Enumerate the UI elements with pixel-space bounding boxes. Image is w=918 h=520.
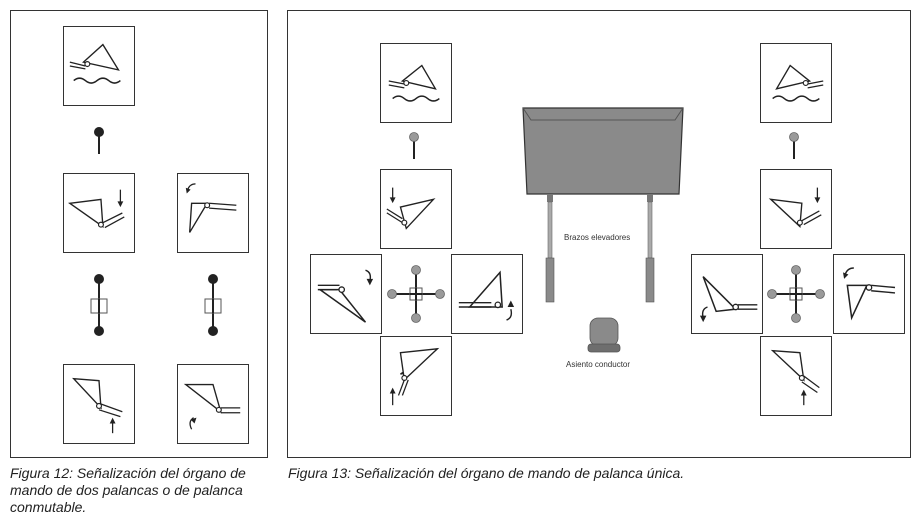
figure-13-panel: Brazos elevadores Asiento conductor [287, 10, 911, 458]
loader-diagram [521, 106, 691, 316]
lever-right-symbol [203, 273, 223, 343]
bucket-raise-icon-left [380, 336, 452, 416]
seat-icon [586, 316, 622, 356]
joystick-cross-right [766, 264, 826, 324]
bucket-curl-icon-right-w [691, 254, 763, 334]
bucket-lower-icon-left [380, 169, 452, 249]
seat-label: Asiento conductor [566, 360, 631, 369]
lever-symbol-right [784, 129, 804, 199]
lever-symbol-left [404, 129, 424, 199]
float-icon-left [380, 43, 452, 123]
bucket-lower-icon [63, 173, 135, 253]
float-icon [63, 26, 135, 106]
figure-12-caption: Figura 12: Señalización del órgano de ma… [10, 465, 246, 515]
bucket-curl-icon-left-w [310, 254, 382, 334]
bucket-tilt-icon-right-e [833, 254, 905, 334]
arms-label: Brazos elevadores [564, 233, 631, 242]
bucket-tilt-icon [177, 173, 249, 253]
bucket-raise-icon [63, 364, 135, 444]
figure-12-panel [10, 10, 268, 458]
bucket-lower-icon-right [760, 169, 832, 249]
bucket-dump-icon-left-e [451, 254, 523, 334]
joystick-cross-left [386, 264, 446, 324]
float-icon-right [760, 43, 832, 123]
figure-13-caption: Figura 13: Señalización del órgano de ma… [288, 465, 685, 481]
bucket-dump-icon [177, 364, 249, 444]
bucket-raise-icon-right [760, 336, 832, 416]
lever-symbol [89, 124, 109, 194]
lever-left-symbol [89, 273, 109, 343]
